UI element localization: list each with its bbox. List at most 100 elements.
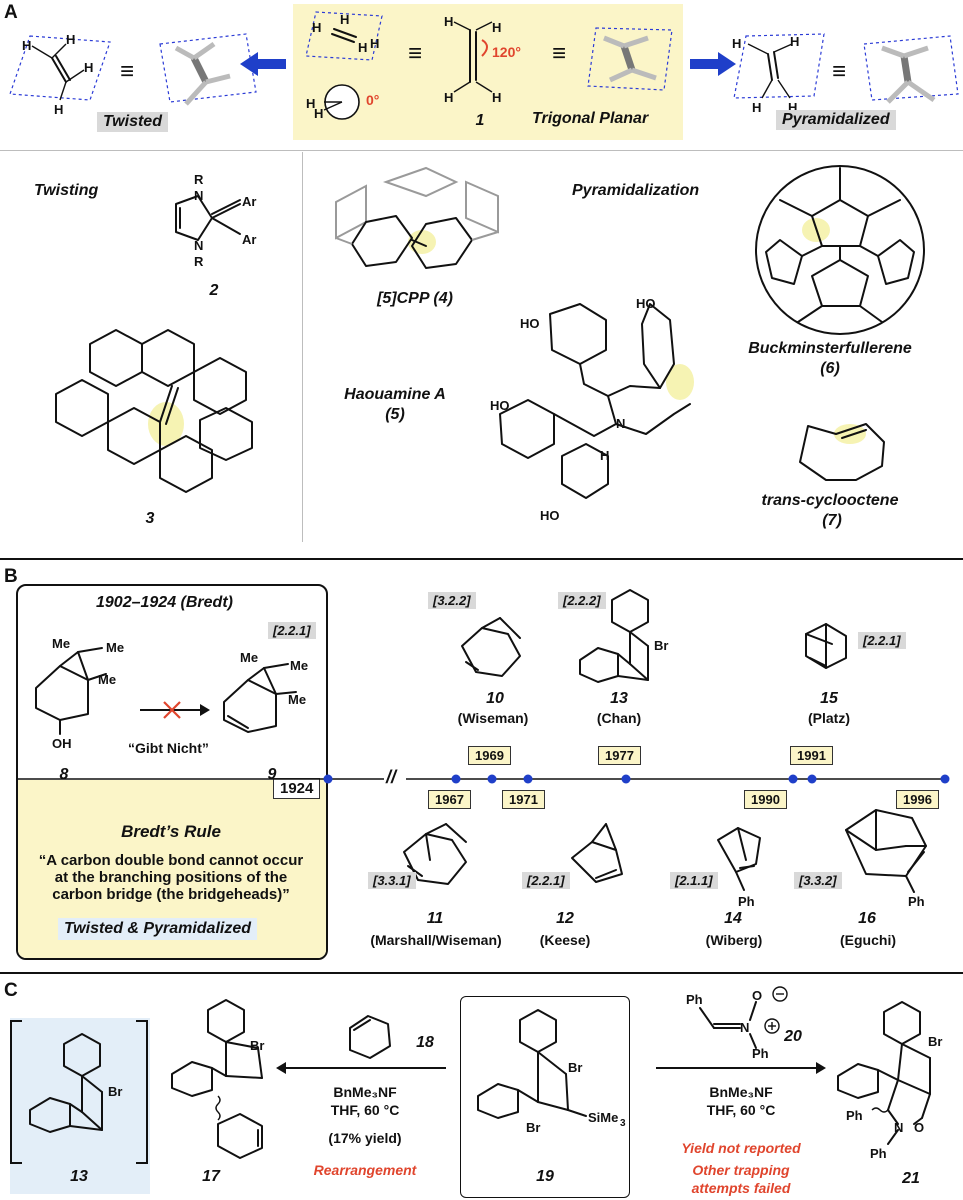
nitrone-20-structure: Ph N O Ph	[686, 986, 788, 1061]
svg-text:Br: Br	[526, 1120, 540, 1135]
pyramidalized-3d-model	[863, 35, 959, 104]
trans-cyclooctene-structure	[799, 423, 885, 481]
cpp-structure	[335, 166, 499, 269]
year-1969: 1969	[468, 746, 511, 765]
svg-text:Ph: Ph	[686, 992, 703, 1007]
svg-text:SiMe: SiMe	[588, 1110, 618, 1125]
compound-8-label: 8	[59, 766, 69, 783]
twisted-pyramidalized-tag: Twisted & Pyramidalized	[58, 918, 258, 940]
compound-20-label: 20	[784, 1028, 802, 1045]
tag-compound-13: [2.2.2]	[558, 592, 606, 609]
compound-21-label: 21	[902, 1170, 920, 1187]
svg-text:Ph: Ph	[908, 894, 925, 909]
compound-10-author: (Wiseman)	[457, 710, 529, 726]
year-1977: 1977	[598, 746, 641, 765]
equiv-sign-3: ≡	[552, 40, 567, 67]
compound-2-structure: N N R R Ar Ar	[175, 172, 256, 269]
bredt-rule-title: Bredt’s Rule	[121, 822, 221, 841]
panel-a-vertical-divider	[302, 152, 303, 542]
compound-19-structure: Br Br SiMe 3	[477, 1009, 626, 1135]
svg-text:Me: Me	[52, 636, 70, 651]
year-1924-tag: 1924	[273, 778, 321, 799]
arrow-left-reaction	[276, 1062, 446, 1074]
svg-text:R: R	[194, 172, 204, 187]
svg-text:N: N	[740, 1020, 749, 1035]
compound-14-author: (Wiberg)	[705, 932, 763, 948]
svg-text:HO: HO	[540, 508, 560, 523]
svg-text:N: N	[194, 188, 203, 203]
compound-17-structure: Br	[171, 999, 264, 1159]
svg-text:Me: Me	[290, 658, 308, 673]
cyclohexene-18-structure	[349, 1015, 391, 1059]
compound-2-label: 2	[209, 282, 219, 299]
year-1990: 1990	[744, 790, 787, 809]
compound-13-intermediate-structure: Br	[29, 1033, 122, 1133]
right-reagent-1: BnMe₃NF	[709, 1084, 773, 1100]
svg-text:H: H	[312, 20, 321, 35]
svg-text:Me: Me	[106, 640, 124, 655]
pyramidalized-label: Pyramidalized	[776, 110, 896, 130]
svg-text:H: H	[600, 448, 609, 463]
left-reagent-1: BnMe₃NF	[333, 1084, 397, 1100]
buckminsterfullerene-structure	[755, 165, 925, 335]
twisting-heading: Twisting	[34, 182, 99, 199]
svg-text:H: H	[84, 60, 93, 75]
svg-text:Me: Me	[288, 692, 306, 707]
other-attempts-line-1: Other trapping	[692, 1162, 790, 1178]
svg-text:Br: Br	[928, 1034, 942, 1049]
trigonal-planar-label: Trigonal Planar	[532, 110, 649, 127]
tag-compound-12: [2.2.1]	[522, 872, 570, 889]
left-bracket	[10, 1020, 22, 1164]
svg-text:H: H	[54, 102, 63, 117]
panel-a-horizontal-divider	[0, 150, 963, 151]
compound-19-label: 19	[536, 1168, 554, 1185]
svg-text:Ph: Ph	[752, 1046, 769, 1061]
left-yield: (17% yield)	[328, 1130, 402, 1146]
svg-text:Br: Br	[568, 1060, 582, 1075]
cpp-label: [5]CPP (4)	[377, 290, 453, 307]
tag-compound-14: [2.1.1]	[670, 872, 718, 889]
trans-cyclooctene-number: (7)	[822, 512, 842, 529]
timeline	[16, 771, 950, 787]
buckminsterfullerene-number: (6)	[820, 360, 840, 377]
svg-text:Me: Me	[240, 650, 258, 665]
compound-3-structure	[55, 329, 253, 493]
compound-13-c-label: 13	[70, 1168, 88, 1185]
svg-text:Me: Me	[98, 672, 116, 687]
compound-12-author: (Keese)	[539, 932, 591, 948]
svg-text:H: H	[66, 32, 75, 47]
timeline-break: //	[386, 767, 397, 787]
haouamine-label: Haouamine A	[344, 386, 446, 403]
svg-text:H: H	[444, 14, 453, 29]
compound-11-structure	[403, 823, 467, 885]
svg-text:H: H	[790, 34, 799, 49]
compound-16-label: 16	[858, 910, 876, 927]
svg-text:Ph: Ph	[846, 1108, 863, 1123]
right-bracket	[136, 1020, 148, 1164]
tag-compound-15: [2.2.1]	[858, 632, 906, 649]
svg-text:Br: Br	[108, 1084, 122, 1099]
svg-text:H: H	[358, 40, 367, 55]
svg-text:HO: HO	[636, 296, 656, 311]
svg-text:N: N	[194, 238, 203, 253]
equiv-sign-4: ≡	[832, 58, 847, 85]
svg-text:H: H	[306, 96, 315, 111]
right-reagent-2: THF, 60 °C	[706, 1102, 776, 1118]
equiv-sign-1: ≡	[120, 58, 135, 85]
svg-text:H: H	[444, 90, 453, 105]
planar-ethylene-structure: H H H H	[305, 11, 383, 61]
compound-9-label: 9	[267, 766, 277, 783]
haouamine-number: (5)	[385, 406, 405, 423]
compound-9-structure: Me Me Me	[223, 650, 308, 733]
gibt-nicht-text: “Gibt Nicht”	[128, 740, 209, 756]
left-reagent-2: THF, 60 °C	[330, 1102, 400, 1118]
compound-14-label: 14	[724, 910, 742, 927]
trigonal-planar-box	[293, 4, 683, 140]
svg-text:N: N	[616, 416, 625, 431]
svg-text:H: H	[340, 12, 349, 27]
compound-13-author: (Chan)	[596, 710, 642, 726]
arrow-to-twisted	[240, 52, 286, 76]
bredt-title: 1902–1924 (Bredt)	[96, 594, 233, 611]
compound-13-bracket-box	[10, 1018, 150, 1194]
compound-10-structure	[461, 617, 521, 677]
